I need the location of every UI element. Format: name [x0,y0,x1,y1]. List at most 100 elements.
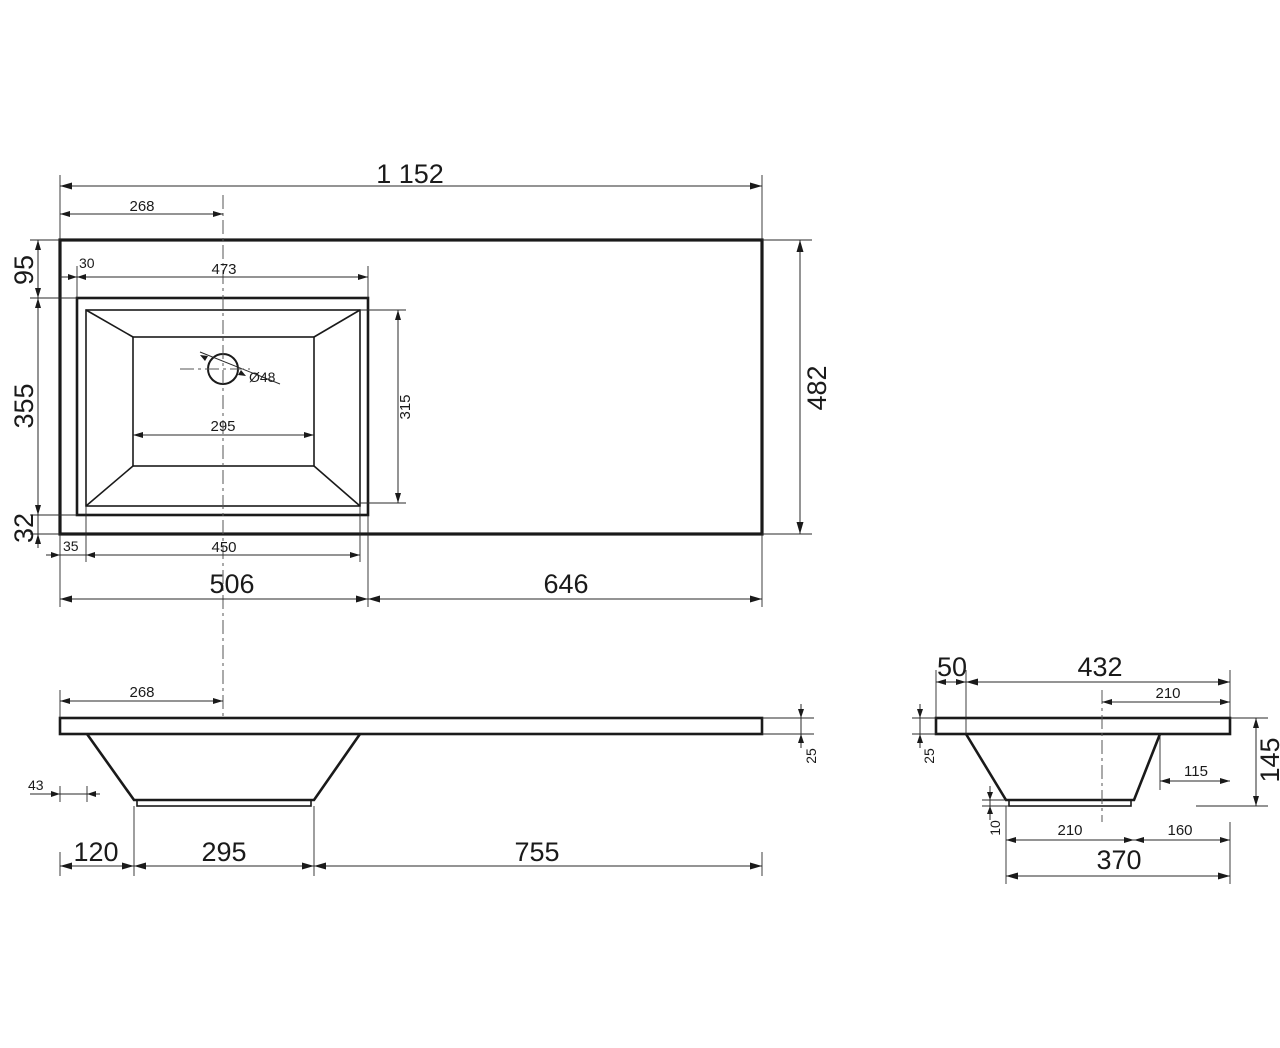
dim-arrow [60,182,72,190]
dim-arrow [133,432,143,438]
bowl-outer-width-label: 473 [211,261,236,278]
dim-arrow [796,522,804,534]
dim-arrow [798,734,804,743]
side-bottom-width-label: 210 [1057,822,1082,839]
front-right-section-label: 755 [514,837,559,867]
slope-line [313,465,361,507]
side-bowl-bottom [1008,799,1132,807]
dim-arrow [917,709,923,718]
side-bottom-front-label: 115 [1184,763,1208,780]
drain-diameter-label: Ø48 [249,369,276,385]
dim-arrow [368,595,380,603]
dim-arrow [966,678,978,686]
dim-arrow [35,534,41,544]
front-drain-offset-label: 268 [129,684,154,701]
dim-arrow [302,862,314,870]
dim-arrow [87,791,96,797]
slope-line [85,309,134,338]
side-bowl-profile [964,733,1162,802]
right-section-label: 646 [543,569,588,599]
side-bottom-thickness-label: 10 [987,820,1003,836]
drain-arrow [238,370,246,376]
dim-arrow [35,298,41,308]
side-front-offset-label: 160 [1167,822,1192,839]
side-view: 50 432 210 25 145 115 10 [912,652,1280,884]
dim-arrow [60,862,72,870]
bowl-depth-label: 355 [9,383,39,428]
dim-arrow [1218,678,1230,686]
drain-leader [199,351,281,385]
dim-arrow [358,274,368,280]
front-bottom-width-label: 295 [201,837,246,867]
bowl-offset-back-label: 95 [9,255,39,285]
side-slab-thickness-label: 25 [921,748,937,764]
front-slab-thickness-label: 25 [803,748,819,764]
dim-arrow [798,709,804,718]
slope-line [85,465,134,507]
dim-arrow [917,734,923,743]
dim-arrow [60,595,72,603]
dim-arrow [1006,872,1018,880]
side-slab [934,716,1232,736]
bowl-front-gap-label: 32 [9,513,39,543]
bowl-bottom-width-label: 295 [210,418,235,435]
front-view: 268 25 43 120 295 755 [28,684,819,876]
dim-arrow [35,288,41,298]
front-left-margin-label: 120 [73,837,118,867]
overall-width-label: 482 [802,365,832,410]
dim-arrow [60,698,70,704]
dim-arrow [1006,837,1016,843]
dim-arrow [750,182,762,190]
dim-arrow [395,310,401,320]
dim-arrow [1253,796,1259,806]
dim-arrow [987,792,993,800]
front-bowl-profile [85,733,362,802]
drain-offset-label: 268 [129,198,154,215]
dim-arrow [60,211,70,217]
dim-arrow [987,806,993,814]
bowl-wall-label: 30 [79,255,95,271]
dim-arrow [1102,699,1112,705]
dim-arrow [936,679,946,685]
dim-arrow [1220,837,1230,843]
bowl-inner-length-label: 315 [397,394,414,419]
dim-arrow [956,679,966,685]
dim-arrow [750,862,762,870]
front-bowl-bottom [136,799,312,807]
dim-arrow [1134,837,1144,843]
dim-arrow [350,552,360,558]
dim-arrow [122,862,134,870]
dim-arrow [1253,718,1259,728]
overall-length-label: 1 152 [376,159,444,189]
bowl-inner-width-label: 450 [211,539,236,556]
dim-arrow [304,432,314,438]
side-drain-offset-label: 210 [1155,685,1180,702]
front-slab [58,716,764,736]
dim-arrow [213,698,223,704]
side-total-depth-label: 432 [1077,652,1122,682]
dim-arrow [796,240,804,252]
dim-arrow [86,552,95,558]
dim-arrow [68,274,77,280]
side-bowl-width-label: 370 [1096,845,1141,875]
dim-arrow [35,240,41,250]
dim-arrow [213,211,223,217]
side-overall-height-label: 145 [1255,737,1280,782]
dim-arrow [134,862,146,870]
dim-arrow [1124,837,1134,843]
front-left-offset-label: 35 [63,538,79,554]
dim-arrow [314,862,326,870]
dim-arrow [35,505,41,515]
countertop-outline [58,238,764,536]
left-section-label: 506 [209,569,254,599]
top-view: Ø48 1 152 268 95 355 32 [9,159,832,720]
side-top-margin-label: 50 [937,652,967,682]
dim-arrow [750,595,762,603]
dim-arrow [77,274,86,280]
dim-arrow [395,493,401,503]
dim-arrow [1218,872,1230,880]
dim-arrow [1160,778,1170,784]
slope-line [313,309,361,338]
dim-arrow [51,791,60,797]
